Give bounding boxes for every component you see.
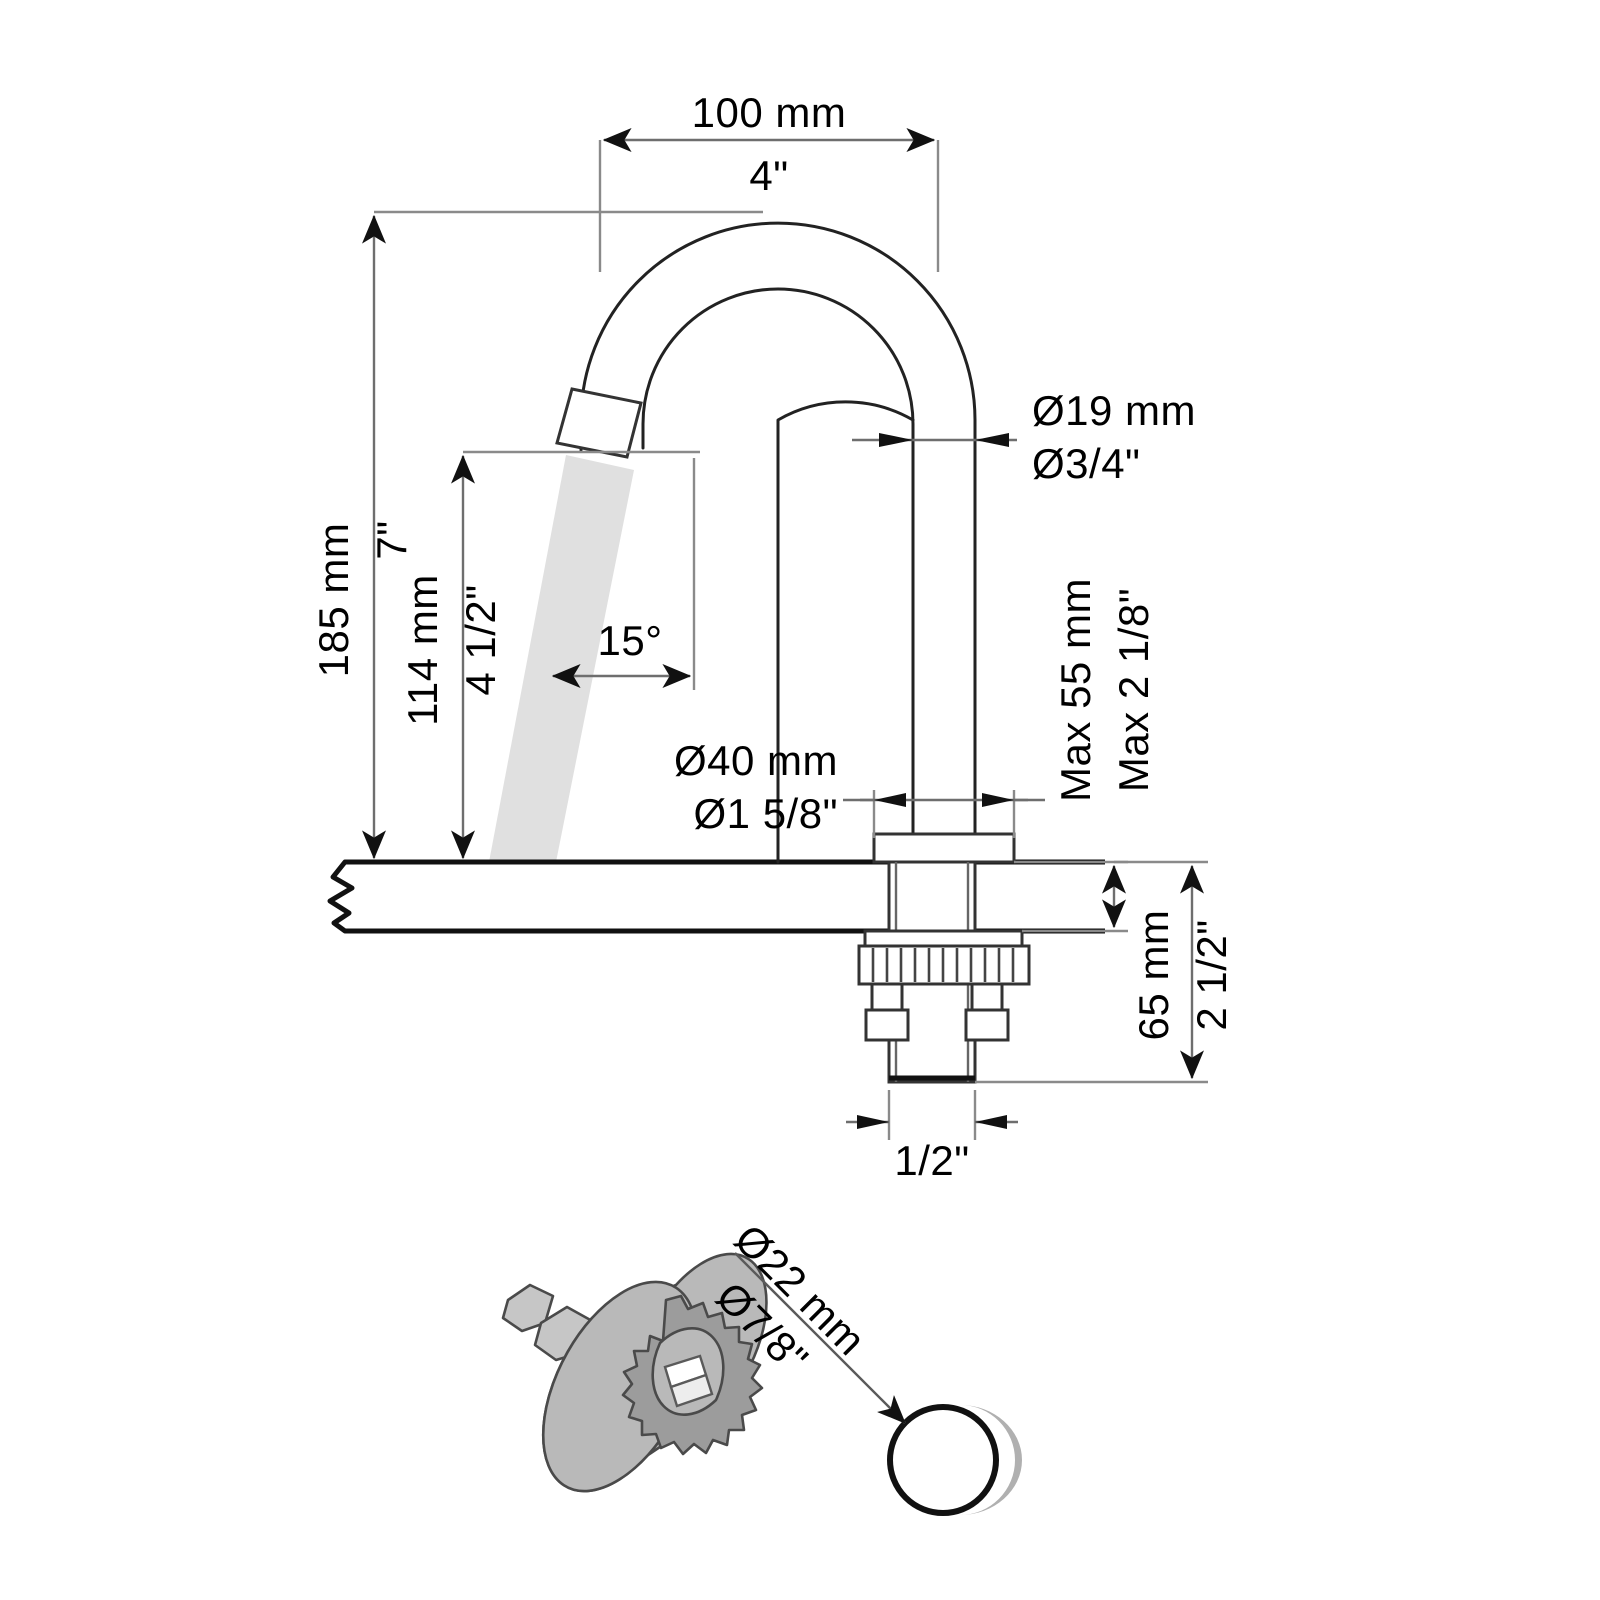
drilled-hole-circle <box>887 1404 1022 1516</box>
dim-tube-diameter <box>852 433 1017 447</box>
countertop-section <box>327 859 1105 934</box>
dim-flange-diameter <box>843 790 1045 838</box>
dim-counter-thickness <box>1014 860 1128 933</box>
dim-total-height-mm: 185 mm <box>310 523 357 678</box>
dim-flange-diameter-mm: Ø40 mm <box>674 737 838 784</box>
aerator-outlet <box>555 387 643 459</box>
dim-stream-angle <box>551 458 696 690</box>
mounting-bolts <box>864 982 1010 1042</box>
dim-shank-length-mm: 65 mm <box>1130 910 1177 1041</box>
dim-spout-reach-in: 4" <box>749 152 788 199</box>
dim-inlet-thread: 1/2" <box>894 1137 969 1184</box>
dim-tube-diameter-mm: Ø19 mm <box>1032 387 1196 434</box>
dim-stream-angle: 15° <box>597 617 662 664</box>
dim-spout-reach <box>374 128 940 272</box>
knurled-mounting-nut <box>857 944 1031 986</box>
gooseneck-faucet-body <box>555 221 977 864</box>
dim-spout-height-in: 4 1/2" <box>457 584 504 695</box>
dim-shank-length <box>975 860 1208 1084</box>
mounting-washers <box>863 929 1024 948</box>
dim-counter-thickness-in: Max 2 1/8" <box>1110 588 1157 792</box>
dim-spout-height <box>451 450 700 860</box>
dim-inlet-thread <box>846 1090 1018 1140</box>
dim-counter-thickness-mm: Max 55 mm <box>1052 578 1099 802</box>
leader-hole-diameter <box>734 1252 906 1424</box>
dim-flange-diameter-in: Ø1 5/8" <box>694 790 839 837</box>
dim-tube-diameter-in: Ø3/4" <box>1032 440 1140 487</box>
dim-shank-length-in: 2 1/2" <box>1188 919 1235 1030</box>
dim-spout-height-mm: 114 mm <box>399 574 446 726</box>
hole-saw-tool <box>501 1252 768 1493</box>
dim-total-height-in: 7" <box>368 520 415 559</box>
break-line <box>327 859 355 934</box>
dim-spout-reach-mm: 100 mm <box>692 89 847 136</box>
water-stream <box>489 455 634 862</box>
base-flange <box>872 832 1016 864</box>
mounting-hardware <box>857 832 1031 1084</box>
hole-saw-teeth <box>621 1294 764 1456</box>
